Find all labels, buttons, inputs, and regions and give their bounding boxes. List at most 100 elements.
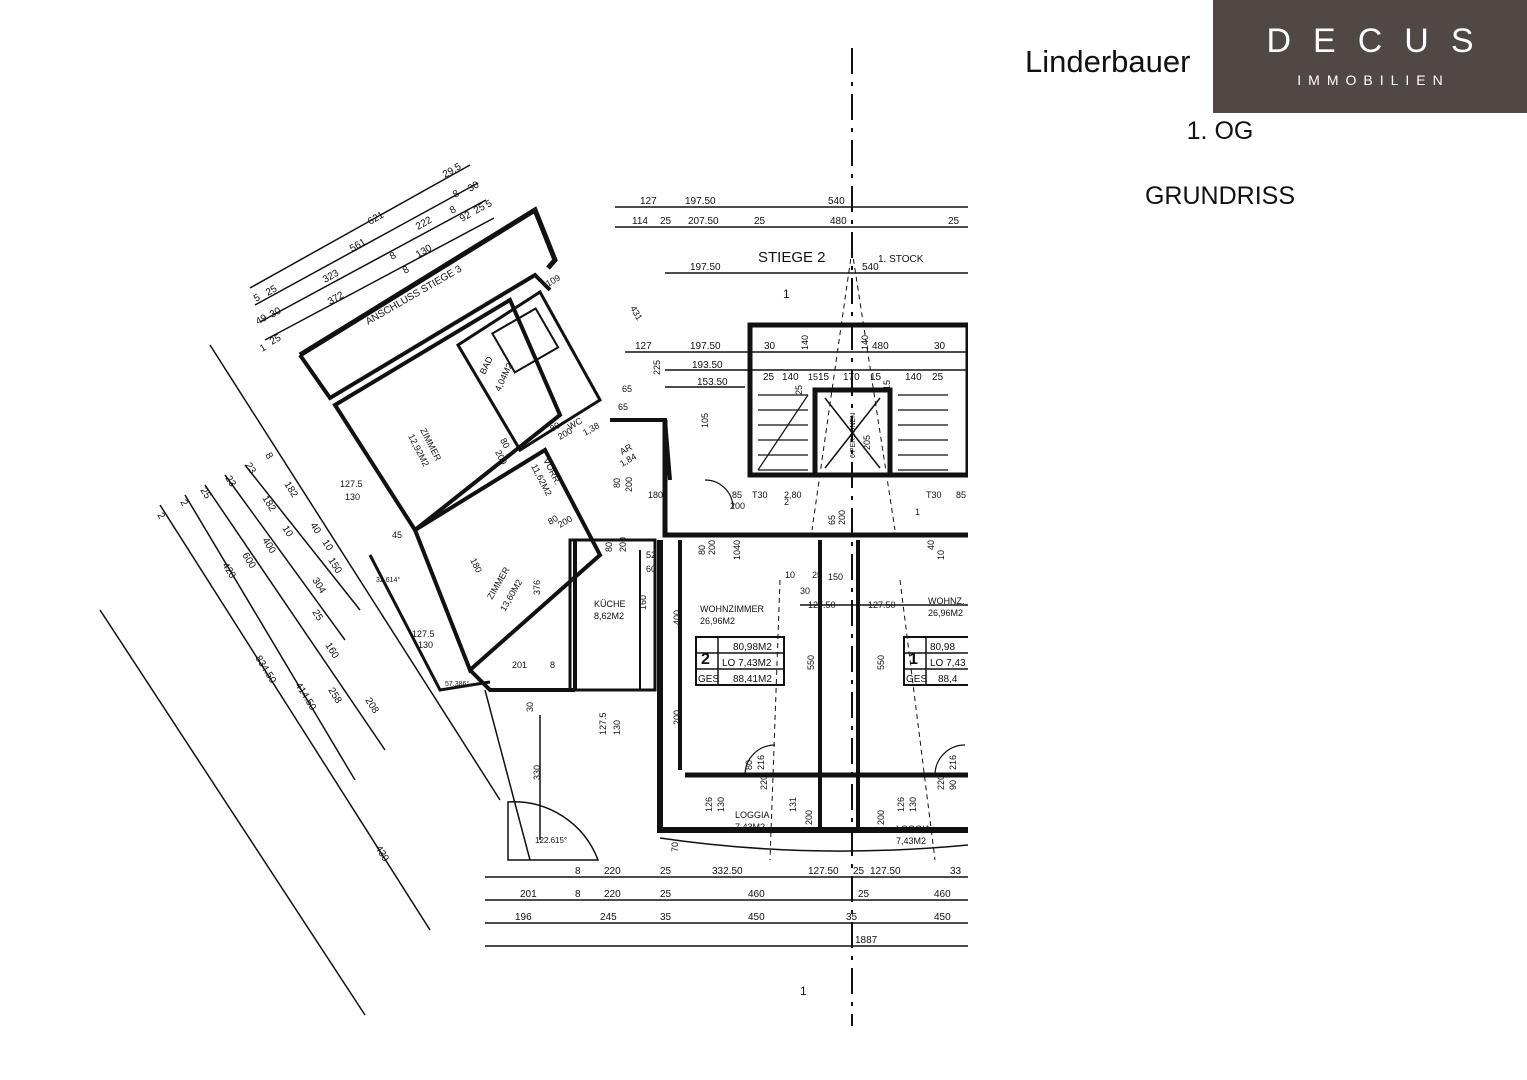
room-loggia-left-area: 7,43M2 <box>735 822 765 832</box>
svg-text:25: 25 <box>794 385 804 395</box>
svg-text:30: 30 <box>525 702 535 712</box>
svg-text:205: 205 <box>862 435 872 450</box>
svg-text:208: 208 <box>362 696 380 716</box>
svg-text:372: 372 <box>326 290 346 308</box>
svg-text:57.386°: 57.386° <box>445 680 469 688</box>
svg-text:35: 35 <box>660 912 672 923</box>
room-zimmer-2-outline <box>412 447 603 674</box>
svg-text:170: 170 <box>843 372 860 383</box>
svg-text:25: 25 <box>932 372 944 383</box>
bathtub-symbol <box>490 307 560 374</box>
room-wohnzimmer-left-area: 26,96M2 <box>700 616 735 626</box>
svg-text:1: 1 <box>915 507 920 517</box>
rotated-wing <box>298 206 603 861</box>
svg-text:140: 140 <box>860 335 870 350</box>
svg-text:2: 2 <box>784 497 789 507</box>
logo-subtitle: IMMOBILIEN <box>1297 72 1450 88</box>
horizontal-dimension-lines <box>485 206 968 947</box>
svg-text:8: 8 <box>575 866 581 877</box>
svg-text:201: 201 <box>512 660 527 670</box>
svg-text:220: 220 <box>936 775 946 790</box>
svg-text:200: 200 <box>672 710 682 725</box>
svg-text:80: 80 <box>498 436 511 449</box>
svg-text:480: 480 <box>872 341 889 352</box>
svg-text:130: 130 <box>908 797 918 812</box>
svg-text:25: 25 <box>853 866 865 877</box>
svg-text:460: 460 <box>934 889 951 900</box>
svg-text:193.50: 193.50 <box>692 360 723 371</box>
svg-text:200: 200 <box>876 810 886 825</box>
svg-text:550: 550 <box>806 655 816 670</box>
svg-text:450: 450 <box>934 912 951 923</box>
svg-text:65: 65 <box>622 384 632 394</box>
svg-text:216: 216 <box>756 755 766 770</box>
south-outer-wall <box>657 540 968 833</box>
svg-text:33: 33 <box>950 866 962 877</box>
svg-text:200: 200 <box>707 540 717 555</box>
svg-text:460: 460 <box>748 889 765 900</box>
svg-text:70: 70 <box>670 842 680 852</box>
svg-text:140: 140 <box>782 372 799 383</box>
corridor-wall <box>662 420 968 538</box>
svg-text:126: 126 <box>896 797 906 812</box>
svg-text:80: 80 <box>697 545 707 555</box>
connection-label: ANSCHLUSS STIEGE 3 <box>364 263 464 327</box>
svg-text:153.50: 153.50 <box>697 377 728 388</box>
svg-text:80: 80 <box>604 542 614 552</box>
svg-text:258: 258 <box>325 686 343 706</box>
svg-text:8: 8 <box>262 451 275 462</box>
room-loggia-right-area: 7,43M2 <box>896 836 926 846</box>
diagonal-dimension-lines <box>99 164 501 1016</box>
wing-wall-corridor <box>298 272 552 401</box>
svg-text:245: 245 <box>600 912 617 923</box>
svg-text:197.50: 197.50 <box>690 262 721 273</box>
svg-text:30: 30 <box>764 341 776 352</box>
svg-text:430: 430 <box>372 844 390 864</box>
svg-text:10: 10 <box>936 550 946 560</box>
svg-text:114: 114 <box>632 216 648 227</box>
svg-text:80: 80 <box>548 420 562 434</box>
svg-text:85: 85 <box>956 490 966 500</box>
svg-text:130: 130 <box>612 720 622 735</box>
svg-text:8: 8 <box>550 660 555 670</box>
diagonal-left-dimension-texts: 2 2 25 23 23 8 420 600 400 182 182 10 40… <box>154 451 390 864</box>
stair-treads-left <box>757 394 809 471</box>
svg-text:127.5: 127.5 <box>412 629 435 639</box>
svg-text:330: 330 <box>532 765 542 780</box>
bottom-dimension-texts: 8 220 25 332.50 127.50 25 127.50 33 201 … <box>515 866 962 946</box>
svg-text:126: 126 <box>704 797 714 812</box>
svg-text:40: 40 <box>307 521 322 537</box>
svg-text:25: 25 <box>948 216 960 227</box>
svg-text:80: 80 <box>546 513 560 527</box>
svg-text:T30: T30 <box>752 490 768 500</box>
company-logo: DECUS IMMOBILIEN <box>1213 0 1527 113</box>
unit-2-number: 2 <box>701 651 710 668</box>
svg-text:834.50: 834.50 <box>252 654 278 686</box>
unit-2-table <box>695 636 785 686</box>
kitchen-outline <box>568 538 657 692</box>
svg-text:450: 450 <box>748 912 765 923</box>
unit-2-area: 80,98M2 <box>733 642 772 653</box>
svg-text:40: 40 <box>926 540 936 550</box>
svg-text:8: 8 <box>575 889 581 900</box>
svg-text:180: 180 <box>648 490 663 500</box>
svg-text:127: 127 <box>635 341 652 352</box>
svg-text:35: 35 <box>846 912 858 923</box>
svg-text:150: 150 <box>828 572 843 582</box>
svg-text:200: 200 <box>837 510 847 525</box>
svg-text:180: 180 <box>468 556 484 574</box>
svg-text:130: 130 <box>414 243 434 261</box>
svg-text:414.50: 414.50 <box>292 681 318 713</box>
svg-text:130: 130 <box>345 492 360 502</box>
svg-text:10: 10 <box>319 538 334 554</box>
svg-text:122.615°: 122.615° <box>535 836 567 845</box>
svg-text:200: 200 <box>804 810 814 825</box>
stair-treads-right <box>898 394 948 471</box>
svg-text:160: 160 <box>638 595 648 610</box>
svg-text:480: 480 <box>830 216 847 227</box>
svg-text:25: 25 <box>264 283 280 298</box>
svg-text:140: 140 <box>800 335 810 350</box>
svg-text:8: 8 <box>388 250 399 263</box>
svg-text:2,80: 2,80 <box>784 490 802 500</box>
room-bad-area: 4,04M2 <box>493 361 515 392</box>
